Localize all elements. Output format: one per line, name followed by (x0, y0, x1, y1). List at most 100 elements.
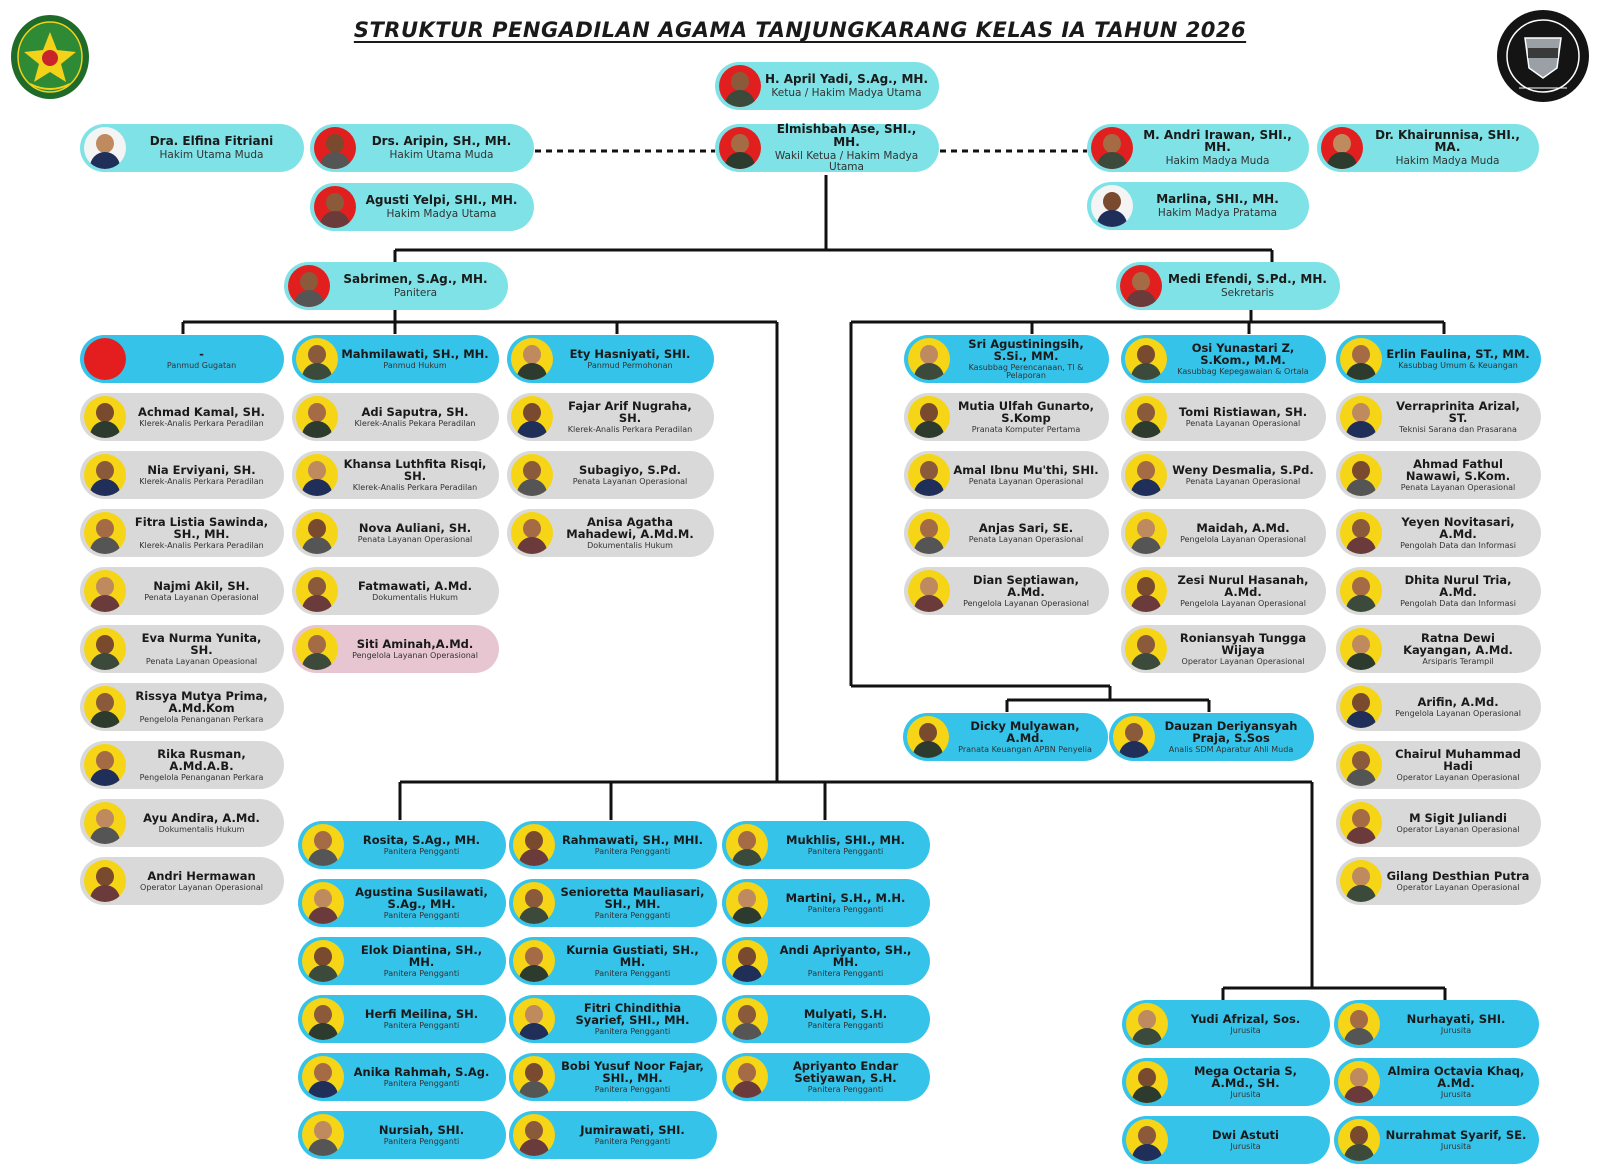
person-position: Analis SDM Aparatur Ahli Muda (1168, 744, 1294, 754)
person-position: Panitera Pengganti (383, 1136, 460, 1146)
person-position: Pranata Keuangan APBN Penyelia (958, 744, 1092, 754)
person-position: Penata Layanan Operasional (1185, 418, 1301, 428)
person-position: Hakim Madya Utama (386, 207, 497, 220)
person-position: Kasubbag Umum & Keuangan (1398, 360, 1518, 370)
person-card-sk3: Maidah, A.Md.Pengelola Layanan Operasion… (1121, 509, 1326, 557)
person-photo (726, 998, 768, 1040)
person-card-pp2: Subagiyo, S.Pd.Penata Layanan Operasiona… (507, 451, 714, 499)
person-name: Mega Octaria S, A.Md., SH. (1193, 1064, 1298, 1090)
person-card-pg4: Najmi Akil, SH.Penata Layanan Operasiona… (80, 567, 284, 615)
person-name: Jumirawati, SHI. (580, 1123, 685, 1137)
person-photo (1340, 860, 1382, 902)
person-card-pp0: Ety Hasniyati, SHI.Panmud Permohonan (507, 335, 714, 383)
person-photo (1126, 1003, 1168, 1045)
person-photo (84, 512, 126, 554)
person-name: Mutia Ulfah Gunarto, S.Komp (957, 399, 1095, 425)
person-photo (1340, 512, 1382, 554)
person-card-pn10: Fitri Chindithia Syarief, SHI., MH.Panit… (509, 995, 717, 1043)
person-name: Nursiah, SHI. (378, 1123, 465, 1137)
person-name: Erlin Faulina, ST., MM. (1386, 347, 1530, 361)
person-photo (513, 824, 555, 866)
person-photo (1125, 338, 1167, 380)
person-card-sk2: Weny Desmalia, S.Pd.Penata Layanan Opera… (1121, 451, 1326, 499)
person-name: Rika Rusman, A.Md.A.B. (157, 747, 246, 773)
person-card-su5: Ratna Dewi Kayangan, A.Md.Arsiparis Tera… (1336, 625, 1541, 673)
person-photo (1125, 512, 1167, 554)
person-photo (1113, 716, 1155, 758)
person-photo (1340, 802, 1382, 844)
person-photo (1120, 265, 1162, 307)
person-position: Penata Layanan Operasional (357, 534, 473, 544)
person-photo (314, 186, 356, 228)
person-photo (513, 1114, 555, 1156)
person-position: Panmud Gugatan (166, 360, 237, 370)
person-position: Hakim Madya Pratama (1157, 206, 1278, 219)
person-position: Panitera Pengganti (594, 968, 671, 978)
person-position: Panitera Pengganti (594, 1026, 671, 1036)
court-logo (10, 14, 90, 104)
person-position: Penata Layanan Operasional (968, 476, 1084, 486)
person-photo (296, 454, 338, 496)
person-name: Dhita Nurul Tria, A.Md. (1404, 573, 1512, 599)
person-name: M. Andri Irawan, SHI., MH. (1143, 128, 1292, 155)
person-card-ph4: Fatmawati, A.Md.Dokumentalis Hukum (292, 567, 499, 615)
person-card-ph1: Adi Saputra, SH.Klerek-Analis Pekara Per… (292, 393, 499, 441)
person-photo (513, 882, 555, 924)
person-card-pg1: Achmad Kamal, SH.Klerek-Analis Perkara P… (80, 393, 284, 441)
person-photo (84, 802, 126, 844)
person-name: Fajar Arif Nugraha, SH. (568, 399, 692, 425)
person-photo (302, 940, 344, 982)
person-name: Dwi Astuti (1212, 1128, 1279, 1142)
person-card-su1: Verraprinita Arizal, ST.Teknisi Sarana d… (1336, 393, 1541, 441)
person-position: Penata Layanan Opeasional (145, 656, 258, 666)
person-name: Kurnia Gustiati, SH., MH. (566, 943, 699, 969)
person-card-sp4: Dian Septiawan, A.Md.Pengelola Layanan O… (904, 567, 1109, 615)
person-photo (1340, 744, 1382, 786)
person-card-h2: Drs. Aripin, SH., MH.Hakim Utama Muda (310, 124, 534, 172)
person-position: Dokumentalis Hukum (587, 540, 673, 550)
person-position: Pengelola Layanan Operasional (352, 650, 478, 660)
person-card-pn16: Mulyati, S.H.Panitera Pengganti (722, 995, 930, 1043)
person-name: Dra. Elfina Fitriani (149, 135, 274, 149)
person-photo (1091, 185, 1133, 227)
person-card-pg7: Rika Rusman, A.Md.A.B.Pengelola Penangan… (80, 741, 284, 789)
person-name: Nova Auliani, SH. (358, 521, 472, 535)
person-photo (1091, 127, 1133, 169)
person-card-pn5: Anika Rahmah, S.Ag.Panitera Pengganti (298, 1053, 506, 1101)
person-photo (908, 570, 950, 612)
person-photo (84, 396, 126, 438)
chart-title: STRUKTUR PENGADILAN AGAMA TANJUNGKARANG … (353, 18, 1247, 42)
person-card-pn7: Rahmawati, SH., MHI.Panitera Pengganti (509, 821, 717, 869)
person-photo (511, 338, 553, 380)
person-photo (84, 860, 126, 902)
person-position: Penata Layanan Operasional (1185, 476, 1301, 486)
person-photo (302, 1056, 344, 1098)
person-position: Panitera Pengganti (807, 904, 884, 914)
person-card-ph2: Khansa Luthfita Risqi, SH.Klerek-Analis … (292, 451, 499, 499)
person-photo (1340, 570, 1382, 612)
person-position: Klerek-Analis Pekara Peradilan (354, 418, 476, 428)
person-position: Panitera (393, 286, 438, 299)
person-photo (1125, 628, 1167, 670)
person-card-ketua: H. April Yadi, S.Ag., MH.Ketua / Hakim M… (715, 62, 939, 110)
person-name: Agusti Yelpi, SHI., MH. (365, 194, 518, 208)
person-name: Nurhayati, SHI. (1406, 1012, 1506, 1026)
person-photo (726, 882, 768, 924)
person-photo (513, 998, 555, 1040)
person-position: Hakim Madya Muda (1165, 155, 1270, 168)
person-name: Elok Diantina, SH., MH. (360, 943, 483, 969)
person-name: Fitra Listia Sawinda, SH., MH. (134, 515, 269, 541)
person-position: Jurusita (1440, 1089, 1472, 1099)
person-name: Drs. Aripin, SH., MH. (371, 135, 512, 149)
person-position: Panitera Pengganti (383, 1020, 460, 1030)
person-photo (1338, 1119, 1380, 1161)
person-card-pn12: Jumirawati, SHI.Panitera Pengganti (509, 1111, 717, 1159)
person-card-ph5: Siti Aminah,A.Md.Pengelola Layanan Opera… (292, 625, 499, 673)
person-card-pg0: -Panmud Gugatan (80, 335, 284, 383)
person-name: Herfi Meilina, SH. (364, 1007, 479, 1021)
